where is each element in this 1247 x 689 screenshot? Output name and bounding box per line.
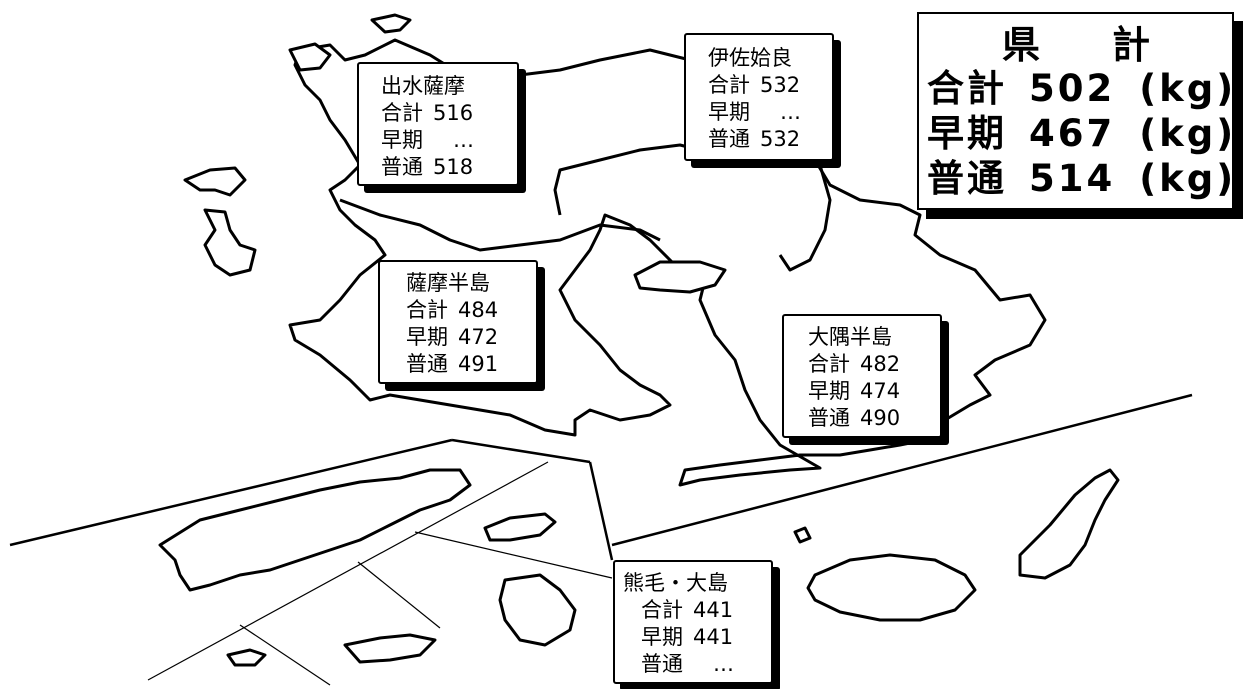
row-value: 441 [693,598,734,622]
region-name: 出水薩摩 [381,74,465,98]
row-label: 早期 [808,379,850,403]
region-box-kumage-oshima: 熊毛・大島 合計 441 早期 441 普通 … [613,560,773,684]
row-label: 早期 [381,128,423,152]
island-kikai [483,512,557,542]
row-value: 474 [860,379,901,403]
island-koshiki [203,208,257,277]
island-small [793,526,812,544]
row-label: 普通 [708,127,750,151]
region-box-osumi-peninsula: 大隅半島 合計 482 早期 474 普通 490 [782,314,942,438]
row-label: 合計 [381,101,423,125]
region-name: 薩摩半島 [406,271,490,295]
total-row-label: 普通 [927,157,1007,200]
total-row-unit: (kg) [1139,67,1237,110]
island-nagashima [288,42,332,72]
row-value: 482 [860,352,901,376]
row-normal: 普通 518 [381,154,517,181]
row-total: 合計 482 [808,351,940,378]
row-normal: 普通 490 [808,405,940,432]
region-boundary [339,198,661,252]
row-early: 早期 472 [406,324,536,351]
row-label: 合計 [641,598,683,622]
row-normal: 普通 532 [708,126,832,153]
total-row-value: 514 [1029,157,1116,200]
sakurajima [633,260,727,294]
row-value: … [713,652,734,676]
total-row-unit: (kg) [1139,112,1237,155]
row-label: 早期 [641,625,683,649]
region-box-isa-aira: 伊佐姶良 合計 532 早期 … 普通 532 [684,33,834,161]
row-early: 早期 474 [808,378,940,405]
row-value: 516 [433,101,474,125]
row-total: 合計 532 [708,72,832,99]
row-value: 491 [458,352,499,376]
row-value: 490 [860,406,901,430]
island-tanegashima [1018,468,1120,580]
region-box-izumi-satsuma: 出水薩摩 合計 516 早期 … 普通 518 [357,62,519,186]
row-value: 532 [760,73,801,97]
row-total: 合計 441 [623,597,771,624]
row-label: 合計 [808,352,850,376]
row-total: 合計 516 [381,100,517,127]
island-tokunoshima [498,573,577,647]
row-normal: 普通 491 [406,351,536,378]
row-value: 472 [458,325,499,349]
island-yakushima [806,553,977,622]
row-value: … [780,100,801,124]
total-row-value: 467 [1029,112,1116,155]
row-normal: 普通 … [623,651,771,678]
region-name: 熊毛・大島 [623,571,728,595]
row-value: 532 [760,127,801,151]
region-name: 伊佐姶良 [708,46,792,70]
row-label: 早期 [708,100,750,124]
island-nagashima [370,13,412,34]
row-early: 早期 … [708,99,832,126]
row-label: 普通 [381,155,423,179]
total-row-value: 502 [1029,67,1116,110]
row-value: 518 [433,155,474,179]
row-early: 早期 441 [623,624,771,651]
region-box-satsuma-peninsula: 薩摩半島 合計 484 早期 472 普通 491 [378,260,538,384]
row-value: 484 [458,298,499,322]
island-okinoerabu [343,633,437,664]
row-label: 普通 [808,406,850,430]
row-early: 早期 … [381,127,517,154]
total-title: 県計 [1002,23,1155,67]
island-yoron [226,648,267,667]
row-label: 普通 [406,352,448,376]
row-label: 合計 [406,298,448,322]
row-value: … [453,128,474,152]
region-name: 大隅半島 [808,325,892,349]
island-koshiki [183,166,247,197]
total-row-label: 合計 [927,67,1007,110]
row-label: 合計 [708,73,750,97]
row-total: 合計 484 [406,297,536,324]
row-label: 普通 [641,652,683,676]
region-boundary [553,143,701,216]
island-amami [158,468,472,592]
row-label: 早期 [406,325,448,349]
row-value: 441 [693,625,734,649]
total-row-label: 早期 [927,112,1007,155]
total-row-unit: (kg) [1139,157,1237,200]
prefecture-total-box: 県計 合計 502 (kg) 早期 467 (kg) 普通 514 (kg) [917,12,1234,210]
